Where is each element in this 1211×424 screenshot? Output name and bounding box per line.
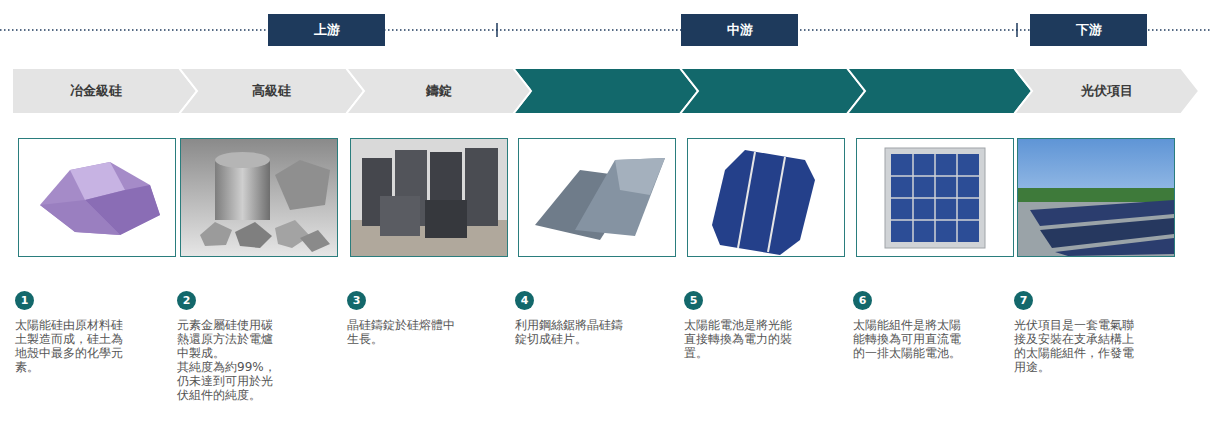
solar-module	[891, 219, 979, 221]
chevron-arrow	[513, 68, 698, 114]
callout-number-text: 4	[521, 294, 529, 307]
ingot-block	[425, 200, 467, 238]
solar-module	[891, 175, 979, 177]
ingot-block	[351, 139, 507, 256]
callout-number: 7	[1014, 291, 1033, 310]
chevron-step: 冶金級硅	[12, 68, 197, 114]
chevron-fill	[346, 68, 531, 114]
stage-tab: 中游	[681, 14, 798, 46]
callout-number-text: 5	[690, 294, 698, 307]
callout-number-text: 6	[859, 294, 867, 307]
callout-number-text: 7	[1020, 294, 1028, 307]
chevron-arrow	[847, 68, 1032, 114]
stage-tab: 下游	[1030, 14, 1147, 46]
step-description: 太陽能硅由原材料硅土製造而成，硅土為地殼中最多的化學元素。	[15, 318, 129, 374]
metal-silicon	[215, 152, 270, 168]
picture-frame	[519, 139, 676, 257]
silicon-wafer	[575, 158, 665, 236]
step-label: 冶金級硅	[70, 82, 122, 100]
silicon-rock	[40, 200, 120, 235]
picture-frame	[1018, 139, 1175, 257]
solar-module	[885, 148, 985, 248]
callout-number: 6	[853, 291, 872, 310]
solar-cell	[768, 157, 785, 252]
metal-silicon	[235, 222, 272, 248]
stage-tab: 上游	[268, 14, 385, 46]
chevron-step: 高級硅	[179, 68, 364, 114]
picture-frame	[181, 139, 338, 257]
picture-frame	[857, 139, 1014, 257]
solar-cell	[712, 150, 815, 255]
callout-number: 4	[515, 291, 534, 310]
metal-silicon	[275, 160, 330, 210]
chevron-fill	[179, 68, 364, 114]
metal-silicon	[215, 160, 270, 220]
step-description: 利用鋼絲鋸將晶硅鑄錠切成硅片。	[515, 318, 629, 346]
picture-frame	[19, 139, 1175, 257]
metal-silicon	[275, 220, 310, 248]
callout-number-text: 2	[183, 294, 191, 307]
step-label: 光伏項目	[1081, 82, 1133, 100]
callout-number-text: 1	[21, 294, 29, 307]
chevron-arrow	[680, 68, 865, 114]
step-label: 上游	[314, 21, 340, 39]
picture-frame	[351, 139, 508, 257]
callout-number: 1	[15, 291, 34, 310]
solar-cell	[738, 152, 755, 248]
solar-farm	[1018, 188, 1174, 202]
ingot-block	[380, 196, 420, 236]
metal-silicon	[300, 230, 330, 252]
callout-number: 5	[684, 291, 703, 310]
step-description: 元素金屬硅使用碳熱還原方法於電爐中製成。	[177, 318, 277, 360]
callout-number: 3	[347, 291, 366, 310]
metal-silicon	[181, 139, 337, 256]
chevron-fill	[12, 68, 197, 114]
silicon-wafer	[535, 158, 665, 240]
picture-frame	[688, 139, 845, 257]
metal-silicon	[200, 222, 232, 246]
solar-module	[891, 197, 979, 199]
chevron-step: 光伏項目	[1014, 68, 1199, 114]
chevron-arrow	[513, 68, 1032, 114]
solar-module	[891, 154, 979, 242]
silicon-wafer	[615, 158, 665, 195]
metal-silicon	[181, 139, 337, 256]
callout-number: 2	[177, 291, 196, 310]
solar-module	[885, 148, 985, 248]
step-description: 其純度為約99%，仍未達到可用於光伏組件的純度。	[177, 360, 277, 402]
silicon-rock	[40, 162, 160, 235]
stage-line	[496, 23, 498, 37]
step-description: 太陽能組件是將太陽能轉換為可用直流電的一排太陽能電池。	[853, 318, 967, 360]
solar-farm	[1055, 238, 1174, 256]
solar-cell	[712, 150, 815, 255]
silicon-rock	[40, 162, 160, 235]
chevron-fill	[1014, 68, 1199, 114]
step-label: 中游	[727, 21, 753, 39]
ingot-block	[465, 148, 498, 226]
callout-number-text: 3	[353, 294, 361, 307]
solar-farm	[1018, 139, 1174, 256]
stage-line	[1016, 23, 1018, 37]
step-description: 光伏項目是一套電氣聯接及安裝在支承結構上的太陽能組件，作發電用途。	[1014, 318, 1140, 374]
step-description: 晶硅鑄錠於硅熔體中生長。	[347, 318, 461, 346]
step-description: 太陽能電池是將光能直接轉換為電力的裝置。	[684, 318, 796, 360]
chevron-step: 鑄錠	[346, 68, 531, 114]
step-label: 下游	[1076, 21, 1102, 39]
solar-module	[891, 154, 979, 242]
ingot-block	[351, 139, 507, 256]
step-label: 鑄錠	[426, 82, 452, 100]
solar-farm	[1018, 139, 1174, 256]
step-label: 高級硅	[252, 82, 291, 100]
picture-frame	[19, 139, 176, 257]
